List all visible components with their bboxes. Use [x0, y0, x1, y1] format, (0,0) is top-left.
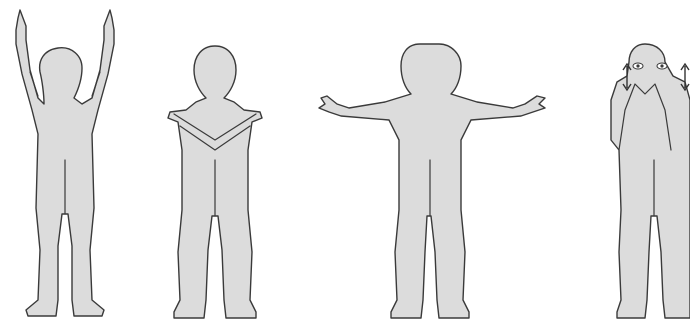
figure-arms-extended-body	[319, 44, 545, 318]
figure-arms-extended-drawing	[315, 0, 555, 326]
figure-hands-at-face-drawing	[605, 0, 690, 326]
figure-arms-extended	[315, 0, 555, 326]
figure-arms-raised	[0, 0, 140, 326]
up-down-arrow-icon	[681, 64, 689, 90]
figure-arms-crossed-drawing	[160, 0, 270, 326]
figure-arms-crossed	[160, 0, 270, 326]
figure-hands-at-face	[605, 0, 690, 326]
figure-hands-at-face-body	[611, 44, 690, 318]
figure-arms-raised-drawing	[0, 0, 140, 326]
